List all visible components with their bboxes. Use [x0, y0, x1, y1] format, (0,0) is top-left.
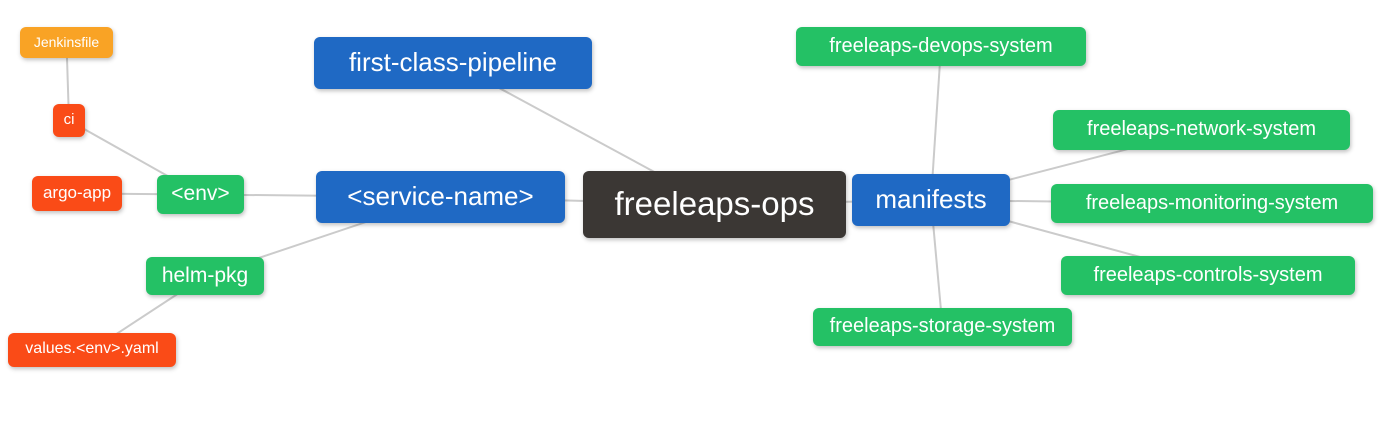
node-devops-system[interactable]: freeleaps-devops-system — [796, 27, 1086, 66]
node-label: freeleaps-controls-system — [1093, 263, 1323, 286]
node-label: ci — [63, 111, 75, 128]
node-label: freeleaps-storage-system — [829, 315, 1056, 337]
node-values-yaml[interactable]: values.<env>.yaml — [8, 333, 176, 367]
node-helm-pkg[interactable]: helm-pkg — [146, 257, 264, 295]
node-label: argo-app — [42, 183, 112, 202]
node-label: manifests — [875, 184, 987, 214]
node-manifests[interactable]: manifests — [852, 174, 1010, 226]
node-label: freeleaps-network-system — [1087, 118, 1316, 140]
node-controls-system[interactable]: freeleaps-controls-system — [1061, 256, 1355, 295]
node-label: freeleaps-devops-system — [829, 34, 1053, 57]
node-first-class-pipeline[interactable]: first-class-pipeline — [314, 37, 592, 89]
node-label: helm-pkg — [161, 263, 249, 287]
node-label: Jenkinsfile — [33, 33, 100, 50]
node-storage-system[interactable]: freeleaps-storage-system — [813, 308, 1072, 346]
node-network-system[interactable]: freeleaps-network-system — [1053, 110, 1350, 150]
node-env[interactable]: <env> — [157, 175, 244, 214]
node-label: <service-name> — [347, 181, 534, 211]
node-monitoring-system[interactable]: freeleaps-monitoring-system — [1051, 184, 1373, 223]
node-freeleaps-ops[interactable]: freeleaps-ops — [583, 171, 846, 238]
node-service-name[interactable]: <service-name> — [316, 171, 565, 223]
node-label: first-class-pipeline — [348, 47, 558, 77]
node-argo-app[interactable]: argo-app — [32, 176, 122, 211]
node-label: values.<env>.yaml — [25, 340, 159, 357]
node-jenkinsfile[interactable]: Jenkinsfile — [20, 27, 113, 58]
node-ci[interactable]: ci — [53, 104, 85, 137]
node-label: <env> — [171, 182, 230, 205]
node-label: freeleaps-monitoring-system — [1085, 191, 1339, 214]
node-label: freeleaps-ops — [614, 185, 815, 222]
